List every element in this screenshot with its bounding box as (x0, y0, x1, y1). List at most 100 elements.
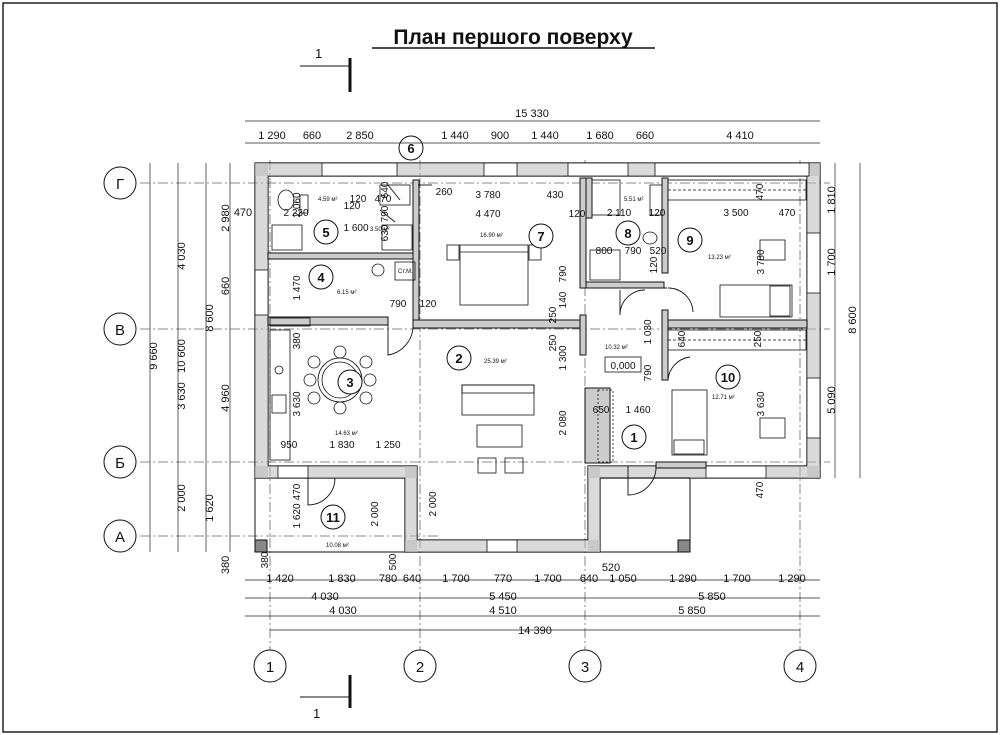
svg-text:10 600: 10 600 (176, 339, 188, 373)
interior-dim-label: 380 (260, 551, 271, 568)
svg-text:2 000: 2 000 (176, 484, 188, 512)
axis-bubble-v: В (103, 312, 137, 346)
svg-text:1 290: 1 290 (258, 130, 286, 142)
svg-text:5 090: 5 090 (826, 386, 838, 414)
interior-dim-label: 630 (380, 224, 391, 241)
room-9-area: 13.23 м² (708, 255, 731, 261)
room-3-bubble: 3 (337, 369, 363, 395)
svg-text:470: 470 (234, 207, 252, 219)
room-1-bubble: 1 (621, 424, 647, 450)
room-4-bubble: 4 (308, 264, 334, 290)
interior-dim-label: 640 (380, 181, 391, 198)
svg-text:380: 380 (220, 556, 232, 574)
interior-dim-label: 470 (755, 481, 766, 498)
interior-dim-label: 250 (548, 306, 559, 323)
svg-text:А: А (115, 529, 125, 546)
dim-bottom-note: 520 (602, 562, 620, 574)
room-9-bubble: 9 (677, 227, 703, 253)
interior-dim-label: 260 (436, 187, 453, 198)
interior-dim-label: 3 780 (756, 249, 767, 274)
axis-bubble-3: 3 (568, 649, 602, 683)
interior-dim-label: 2 110 (607, 208, 632, 219)
svg-text:10: 10 (721, 370, 735, 385)
svg-text:Г: Г (116, 176, 124, 193)
svg-text:4 510: 4 510 (489, 605, 517, 617)
interior-dim-label: 800 (596, 246, 613, 257)
svg-text:660: 660 (303, 130, 321, 142)
room-3-area: 14.63 м² (335, 431, 358, 437)
interior-dim-label: 1 620 (292, 503, 303, 528)
interior-dim-label: 790 (380, 205, 391, 222)
dim-bottom-row1: 1 420 1 830 780 640 1 700 770 1 700 640 … (266, 573, 806, 585)
room-6-bubble: 6 (398, 135, 424, 161)
interior-dim-label: 120 (649, 208, 666, 219)
interior-dim-label: 470 (292, 483, 303, 500)
svg-text:660: 660 (636, 130, 654, 142)
svg-text:В: В (115, 322, 125, 339)
svg-text:2 850: 2 850 (346, 130, 374, 142)
svg-text:1 700: 1 700 (826, 248, 838, 276)
svg-text:1 440: 1 440 (531, 130, 559, 142)
svg-text:1 680: 1 680 (586, 130, 614, 142)
interior-dim-label: 4 470 (475, 209, 500, 220)
svg-text:5 850: 5 850 (678, 605, 706, 617)
svg-text:3: 3 (346, 375, 353, 390)
svg-text:4 030: 4 030 (176, 242, 188, 270)
svg-text:0,000: 0,000 (610, 361, 635, 372)
svg-text:4 960: 4 960 (220, 384, 232, 412)
interior-dim-label: 2 230 (283, 208, 308, 219)
svg-text:2: 2 (416, 659, 424, 676)
svg-text:4: 4 (317, 270, 325, 285)
svg-text:8 600: 8 600 (204, 304, 216, 332)
svg-text:1: 1 (315, 46, 322, 61)
interior-dim-label: 3 630 (756, 391, 767, 416)
plan-title: План першого поверху (393, 26, 633, 49)
svg-text:9 660: 9 660 (148, 342, 160, 370)
dim-top-overall: 15 330 (515, 108, 549, 120)
dimension-lines (149, 120, 861, 631)
svg-text:640: 640 (580, 573, 598, 585)
svg-text:8: 8 (624, 226, 631, 241)
svg-text:5: 5 (322, 225, 329, 240)
svg-text:6: 6 (407, 141, 414, 156)
interior-dim-label: 640 (677, 330, 688, 347)
room-4-area: 6.15 м² (337, 290, 356, 296)
axis-bubble-4: 4 (783, 649, 817, 683)
interior-dim-label: 3 780 (475, 190, 500, 201)
closet-label: Ст.М. (398, 269, 413, 275)
interior-dim-label: 120 (569, 209, 586, 220)
interior-dim-label: 3 500 (723, 208, 748, 219)
svg-text:1 290: 1 290 (778, 573, 806, 585)
svg-text:640: 640 (403, 573, 421, 585)
room-5-bubble: 5 (313, 219, 339, 245)
svg-text:3 630: 3 630 (176, 382, 188, 410)
dim-bottom-row3: 4 030 4 510 5 850 (329, 605, 706, 617)
interior-dim-label: 1 250 (375, 440, 400, 451)
interior-dim-label: 520 (650, 246, 667, 257)
room-7-bubble: 7 (528, 223, 554, 249)
interior-dim-label: 2 060 (292, 192, 303, 217)
svg-text:1 290: 1 290 (669, 573, 697, 585)
svg-text:5 450: 5 450 (489, 591, 517, 603)
terrace-outline (254, 477, 691, 553)
axis-bubble-2: 2 (403, 649, 437, 683)
svg-text:1 700: 1 700 (534, 573, 562, 585)
interior-dim-label: 250 (548, 334, 559, 351)
furniture (269, 179, 807, 474)
svg-text:5 850: 5 850 (698, 591, 726, 603)
svg-text:8 600: 8 600 (847, 306, 859, 334)
interior-dim-label: 1 830 (329, 440, 354, 451)
svg-text:1 620: 1 620 (204, 494, 216, 522)
svg-text:4: 4 (796, 659, 804, 676)
room-8-bubble: 8 (615, 220, 641, 246)
interior-dim-label: 1 030 (643, 319, 654, 344)
svg-text:2: 2 (455, 351, 462, 366)
interior-dim-label: 140 (558, 291, 569, 308)
dim-right: 8 600 1 810 1 700 5 090 (826, 186, 859, 414)
room-bubbles: 1 2 3 4 5 6 7 8 9 10 11 (308, 135, 741, 530)
interior-dim-label: 2 000 (428, 491, 439, 516)
room-10-area: 12.71 м² (712, 395, 735, 401)
svg-text:1 050: 1 050 (609, 573, 637, 585)
